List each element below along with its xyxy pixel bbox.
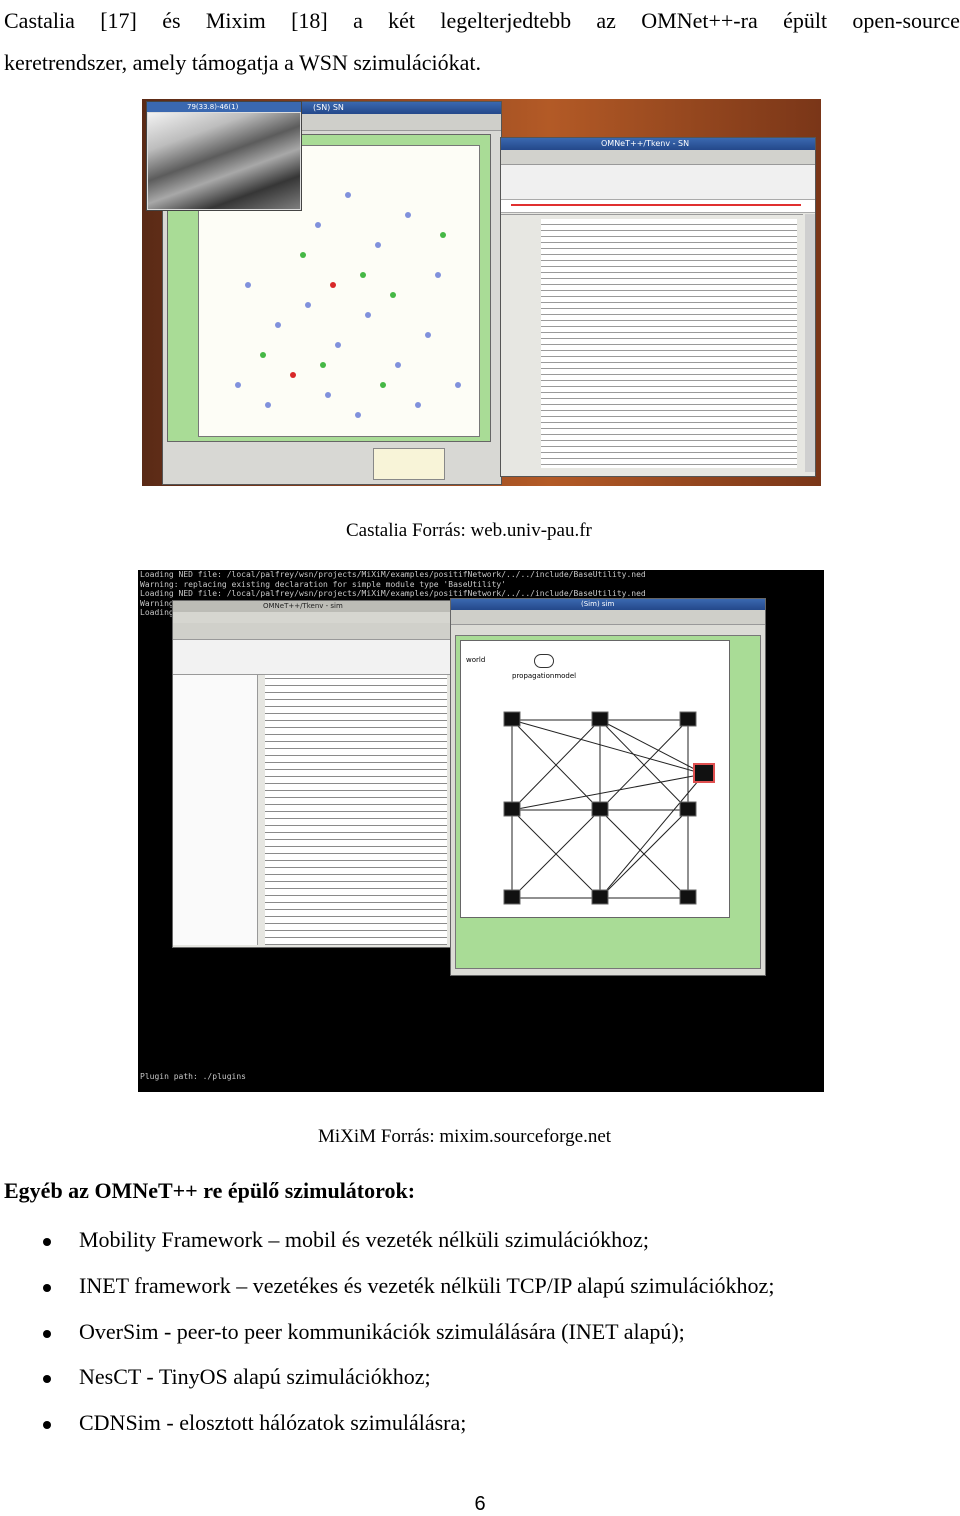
list-item-text: Mobility Framework – mobil és vezeték né… [79,1227,650,1252]
intro-word: a [353,8,363,33]
timeline [501,200,815,213]
tkenv-info-bars [501,165,815,200]
tkenv-title: OMNeT++/Tkenv - SN [601,139,690,148]
list-item-text: INET framework – vezetékes és vezeték né… [79,1273,775,1298]
tkenv-titlebar: OMNeT++/Tkenv - SN [501,138,815,150]
world-label: world [466,656,486,664]
list-item-text: CDNSim - elosztott hálózatok szimulálásr… [79,1410,467,1435]
list-item: OverSim - peer-to peer kommunikációk szi… [0,1312,960,1356]
world-area [460,640,730,918]
figure2-caption: MiXiM Forrás: mixim.sourceforge.net [318,1126,612,1147]
sim-tkenv-toolbar [173,623,459,640]
intro-word: épült [783,8,828,33]
figure1-caption: Castalia Forrás: web.univ-pau.fr [346,520,592,541]
sim-network-title: (Sim) sim [581,600,615,608]
bullet-icon [43,1284,51,1292]
intro-line-1: Castalia [17] és Mixim [18] a két legelt… [4,0,960,42]
castalia-screenshot: (SN) SN [142,99,821,486]
sim-tkenv-title: OMNeT++/Tkenv - sim [263,602,343,610]
page-number: 6 [474,1493,486,1515]
tkenv-toolbar [501,150,815,165]
sn-window-title: (SN) SN [313,103,344,112]
intro-word: és [162,8,181,33]
sim-tkenv-menubar [173,612,459,623]
cloud-icon [534,654,554,668]
network-graph [503,711,715,905]
tkenv-scrollbar[interactable] [805,214,815,472]
photo-inset-title: 79(33.8)-46(1) [187,103,239,111]
tkenv-log [501,214,803,472]
sim-network-canvas: world propagationmodel [455,635,761,969]
intro-word: legelterjedtebb [440,8,572,33]
list-item: CDNSim - elosztott hálózatok szimulálásr… [0,1403,960,1447]
intro-word: Castalia [4,8,75,33]
intro-word: két [388,8,416,33]
propagation-model-label: propagationmodel [512,672,577,680]
sim-network-window: (Sim) sim world propagationmodel [450,598,766,976]
sim-tkenv-window: OMNeT++/Tkenv - sim [172,600,460,948]
sim-network-toolbar [451,610,765,625]
mixim-screenshot: Loading NED file: /local/palfrey/wsn/pro… [138,570,824,1092]
list-item: INET framework – vezetékes és vezeték né… [0,1266,960,1310]
console-line: Loading NED file: /local/palfrey/wsn/pro… [140,589,646,599]
intro-word: [18] [291,8,328,33]
console-line: Warning: replacing existing declaration … [140,579,507,589]
console-plugin-line: Plugin path: ./plugins [140,1072,246,1081]
intro-line-2: keretrendszer, amely támogatja a WSN szi… [4,50,482,75]
intro-paragraph: Castalia [17] és Mixim [18] a két legelt… [4,0,960,84]
list-item-text: OverSim - peer-to peer kommunikációk szi… [79,1319,685,1344]
bullet-icon [43,1375,51,1383]
list-item: Mobility Framework – mobil és vezeték né… [0,1220,960,1264]
intro-word: [17] [100,8,137,33]
intro-word: Mixim [205,8,266,33]
sn-status-panel [373,448,445,480]
photo-inset-titlebar: 79(33.8)-46(1) [147,102,301,112]
sim-object-tree [173,675,258,945]
list-item: NesCT - TinyOS alapú szimulációkhoz; [0,1357,960,1401]
intro-word: open-source [852,8,960,33]
sim-tkenv-info [173,640,459,675]
tkenv-window: OMNeT++/Tkenv - SN [500,137,816,477]
sim-event-log [265,675,447,945]
bullet-icon [43,1330,51,1338]
sim-tkenv-titlebar: OMNeT++/Tkenv - sim [173,601,459,612]
sim-network-titlebar: (Sim) sim [451,599,765,610]
bullet-icon [43,1421,51,1429]
section-heading: Egyéb az OMNeT++ re épülő szimulátorok: [4,1178,416,1203]
intro-word: az [596,8,616,33]
console-line: Loading NED file: /local/palfrey/wsn/pro… [140,570,646,579]
bullet-icon [43,1238,51,1246]
list-item-text: NesCT - TinyOS alapú szimulációkhoz; [79,1364,431,1389]
intro-word: OMNet++-ra [641,8,758,33]
photo-inset: 79(33.8)-46(1) [146,101,302,211]
terrain-photo [148,113,300,209]
